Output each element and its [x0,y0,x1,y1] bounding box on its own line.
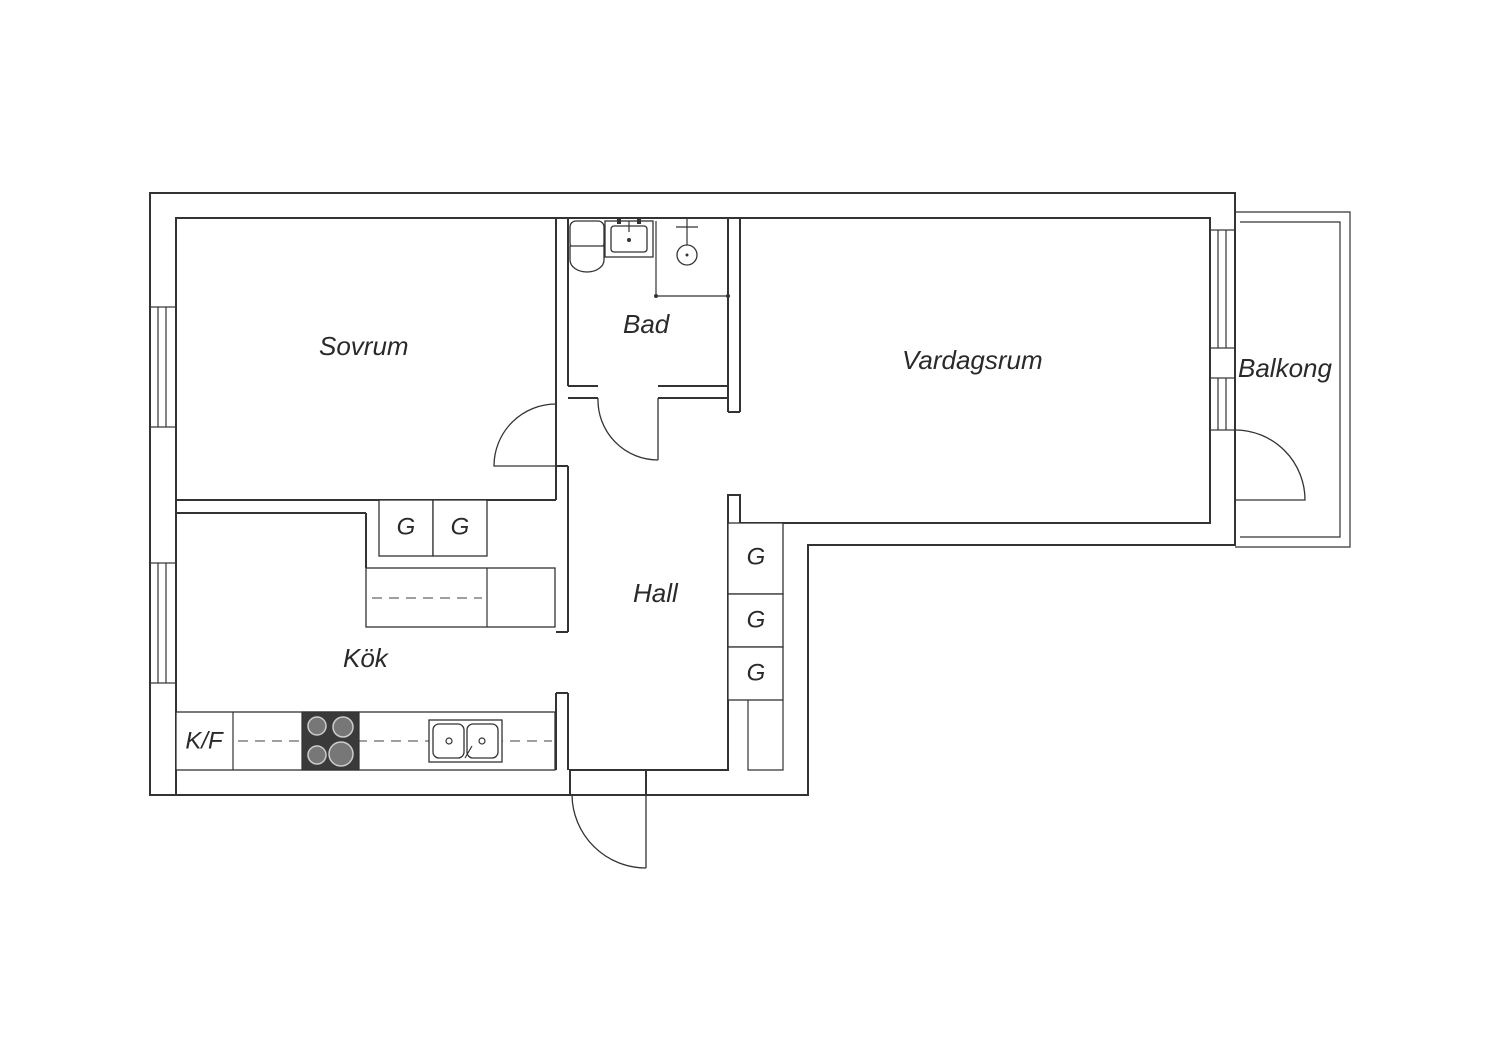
wardrobe: G [432,499,488,557]
room-label-vardagsrum: Vardagsrum [902,345,1043,375]
outer-walls [149,192,1236,796]
wardrobe: G [727,593,784,648]
hall-cabinet [747,700,784,771]
bathroom-fixtures [569,218,730,298]
room-label-kok: Kök [343,643,390,673]
wardrobe-label: G [747,543,766,570]
stove-icon [301,711,360,771]
room-label-sovrum: Sovrum [319,331,409,361]
room-label-balkong: Balkong [1238,353,1332,383]
toilet-icon [569,220,605,273]
wardrobe: G [378,499,434,557]
room-labels: Sovrum Bad Vardagsrum Balkong Hall Kök [319,309,1332,673]
washbasin-icon [604,218,654,258]
wardrobe-label: G [397,513,416,540]
bedroom-door[interactable] [493,403,557,467]
bathroom-door[interactable] [597,397,659,461]
inner-walls [176,218,741,795]
wardrobe-label: G [747,606,766,633]
balcony [1235,211,1351,548]
wardrobe-label: G [451,513,470,540]
room-label-hall: Hall [633,578,679,608]
wardrobe-label: G [747,659,766,686]
windows [149,229,1236,684]
sink-icon [428,719,503,763]
shower-icon [654,219,730,298]
entrance-door[interactable] [571,794,647,869]
wardrobes: G G G G G [378,499,784,771]
fridge-freezer-label: K/F [185,727,224,754]
upper-counter [365,567,556,628]
doors [493,397,1306,869]
balcony-door[interactable] [1234,429,1306,501]
wardrobe: G [727,646,784,701]
room-label-bad: Bad [623,309,671,339]
wardrobe: G [727,522,784,595]
kitchen-fixtures: K/F [175,567,556,771]
